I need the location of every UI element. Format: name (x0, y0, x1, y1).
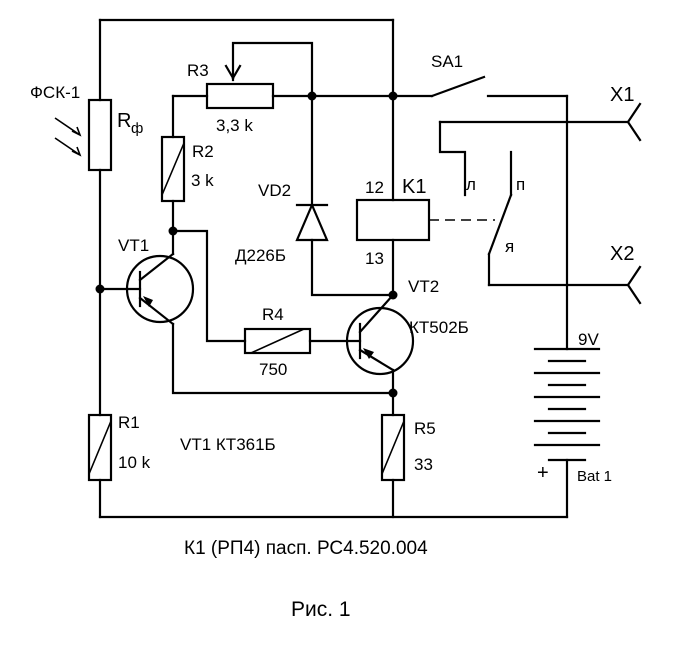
label-vt1-note: VT1 КТ361Б (180, 435, 276, 454)
label-x2: X2 (610, 243, 634, 265)
label-vd2: VD2 (258, 181, 291, 200)
label-vt1: VT1 (118, 236, 149, 255)
label-k1: K1 (402, 176, 426, 198)
label-x1: X1 (610, 84, 634, 106)
label-r3: R3 (187, 61, 209, 80)
label-contact-p: п (516, 175, 525, 194)
relay-contacts (487, 193, 513, 256)
labels: ФСК-1 R ф R3 3,3 k R2 3 k VD2 Д226Б 12 K… (30, 52, 634, 621)
relay-coil-k1 (355, 198, 495, 242)
resistor-r5 (380, 413, 406, 482)
label-r1: R1 (118, 413, 140, 432)
resistor-r4 (243, 327, 312, 355)
battery-bat1 (533, 347, 601, 462)
switch-sa1 (430, 75, 486, 98)
connector-x1 (626, 102, 642, 142)
junction-dots (95, 91, 398, 398)
label-r4-value: 750 (259, 360, 287, 379)
label-battery-voltage: 9V (578, 330, 599, 349)
diode-vd2 (295, 202, 329, 242)
transistor-vt1 (125, 252, 195, 326)
label-battery: Bat 1 (577, 468, 612, 485)
label-vd2-type: Д226Б (235, 246, 286, 265)
connector-x2 (626, 265, 642, 305)
label-battery-plus: + (537, 462, 549, 484)
label-contact-l: л (466, 175, 476, 194)
figure-label: Рис. 1 (291, 598, 351, 621)
label-pin-13: 13 (365, 249, 384, 268)
label-r5: R5 (414, 419, 436, 438)
label-r-phi-sub: ф (131, 120, 143, 137)
label-vt2-type: КТ502Б (409, 318, 469, 337)
label-sa1: SA1 (431, 52, 463, 71)
label-vt2: VT2 (408, 277, 439, 296)
caption: К1 (РП4) пасп. РС4.520.004 (184, 538, 428, 559)
label-pin-12: 12 (365, 178, 384, 197)
resistor-r1 (87, 413, 113, 482)
photoresistor-fsk1 (54, 98, 113, 172)
label-r2-value: 3 k (191, 171, 214, 190)
label-r3-value: 3,3 k (216, 116, 253, 135)
resistor-r2 (160, 135, 186, 203)
label-fsk: ФСК-1 (30, 83, 80, 102)
label-r2: R2 (192, 142, 214, 161)
label-r5-value: 33 (414, 455, 433, 474)
transistor-vt2 (345, 293, 415, 376)
label-r1-value: 10 k (118, 453, 151, 472)
potentiometer-r3 (205, 64, 275, 110)
wires (98, 18, 630, 519)
label-r4: R4 (262, 305, 284, 324)
label-r-phi: R (117, 110, 131, 132)
label-contact-ya: я (505, 237, 514, 256)
